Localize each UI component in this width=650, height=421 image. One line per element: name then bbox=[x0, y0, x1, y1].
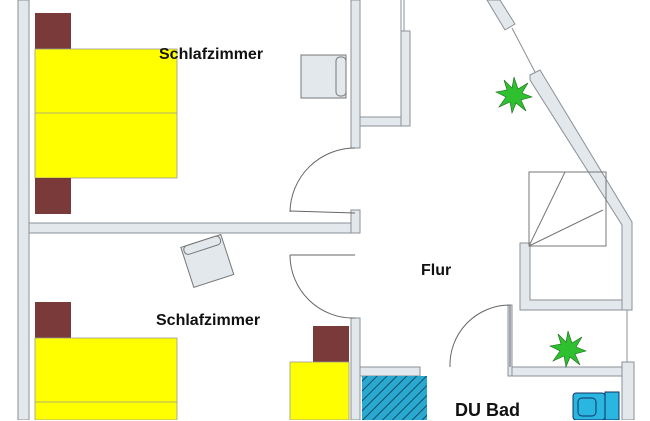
armchair-icon[interactable] bbox=[300, 54, 347, 99]
room-label-bedroom-2: Schlafzimmer bbox=[156, 312, 261, 329]
bedroom2-furniture bbox=[34, 233, 350, 420]
plant-icon bbox=[495, 76, 533, 115]
wall-closet-right bbox=[400, 30, 411, 127]
windows bbox=[400, 0, 628, 362]
staircase bbox=[528, 171, 607, 247]
nightstand-icon bbox=[35, 302, 71, 338]
wall-left-outer bbox=[17, 0, 30, 420]
shower-icon[interactable] bbox=[362, 376, 427, 420]
bed-icon[interactable] bbox=[34, 48, 178, 179]
wall-between-bedrooms bbox=[28, 222, 358, 234]
wall-door-jamb bbox=[350, 209, 361, 234]
wall-diagonal bbox=[529, 69, 633, 311]
nightstand-icon bbox=[313, 326, 349, 362]
bed-icon[interactable] bbox=[289, 361, 350, 420]
doors[interactable] bbox=[289, 147, 511, 368]
bed-icon[interactable] bbox=[34, 337, 178, 420]
wall-bedroom1-right bbox=[350, 0, 361, 149]
wall-bedroom2-right bbox=[350, 317, 361, 420]
door-bedroom1[interactable] bbox=[289, 147, 356, 213]
room-label-bathroom: DU Bad bbox=[455, 400, 521, 420]
bedroom1-furniture bbox=[34, 13, 347, 214]
plant-icon bbox=[549, 330, 587, 369]
bathroom-fixtures bbox=[362, 376, 620, 420]
wall-diagonal-top bbox=[486, 0, 516, 31]
wall-bath-top-right bbox=[511, 366, 635, 377]
room-label-hallway: Flur bbox=[421, 262, 452, 279]
wall-right-lower bbox=[621, 361, 635, 420]
armchair-icon[interactable] bbox=[180, 233, 235, 289]
nightstand-icon bbox=[35, 13, 71, 49]
wall-bath-top-left bbox=[359, 366, 421, 377]
nightstand-icon bbox=[35, 178, 71, 214]
door-bedroom2[interactable] bbox=[289, 254, 356, 319]
room-label-bedroom-1: Schlafzimmer bbox=[159, 46, 264, 63]
wall-stair-enclosure bbox=[519, 242, 623, 311]
door-bathroom[interactable] bbox=[449, 304, 511, 368]
toilet-icon[interactable] bbox=[572, 391, 620, 420]
